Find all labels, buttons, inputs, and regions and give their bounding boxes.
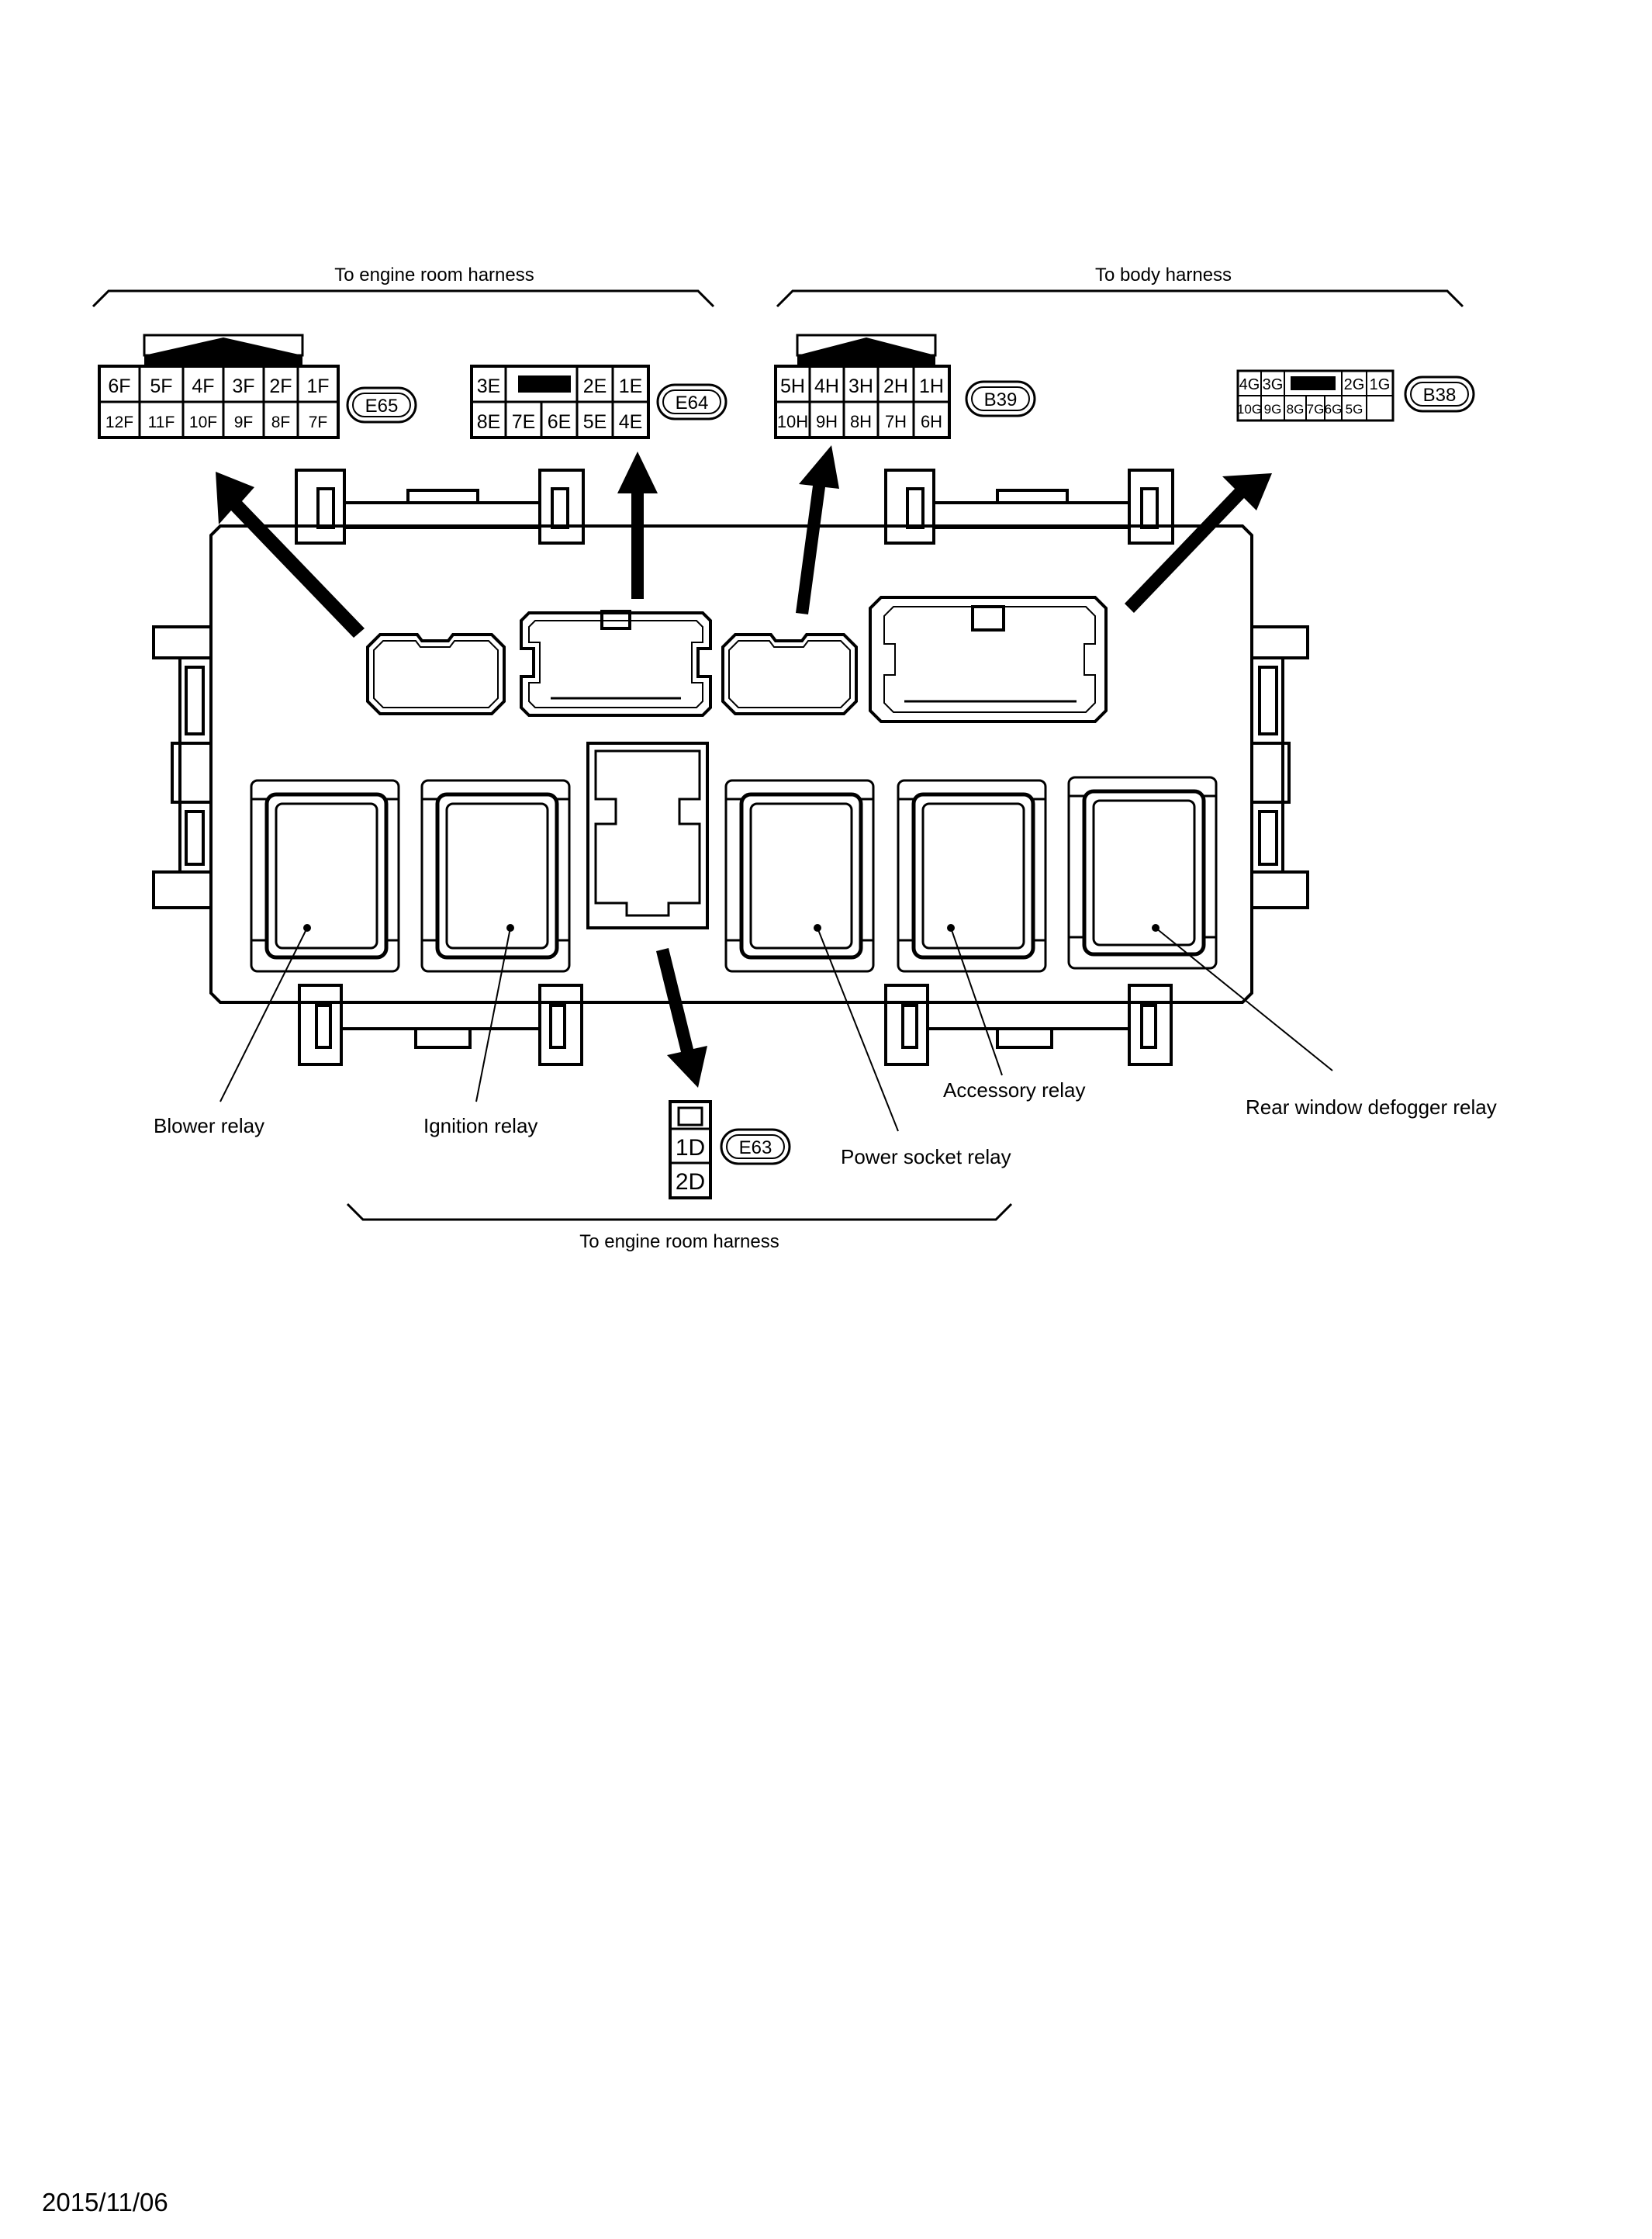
e65-pin: 6F (108, 375, 130, 397)
socket-e64 (520, 610, 712, 717)
e65-id-badge (346, 386, 417, 424)
b38-pin: 9G (1264, 402, 1282, 417)
e65-pin: 8F (271, 414, 291, 431)
footer-date: 2015/11/06 (42, 2188, 168, 2217)
b39-pin: 5H (780, 375, 805, 397)
harness-label-top-right: To body harness (1095, 265, 1232, 285)
e65-pin: 4F (192, 375, 214, 397)
b39-pin: 10H (777, 412, 808, 431)
e65-pin: 7F (309, 414, 328, 431)
b39-pin: 3H (848, 375, 873, 397)
e64-pin: 3E (477, 375, 501, 397)
b39-pin: 8H (850, 412, 872, 431)
b39-pin: 4H (814, 375, 839, 397)
socket-b39 (721, 633, 858, 715)
relay-blower (250, 779, 400, 973)
b38-pin: 7G (1307, 402, 1325, 417)
b39-lock-wedge (797, 337, 935, 355)
b38-id-badge (1404, 375, 1475, 413)
connector-e65: 6F 5F 4F 3F 2F 1F 12F 11F 10F 9F 8F 7F E… (98, 334, 417, 439)
b38-id: B38 (1423, 385, 1457, 406)
top-left-mount-clip (295, 469, 585, 545)
connector-e64: 3E 2E 1E 8E 7E 6E 5E 4E E64 (470, 365, 728, 439)
bottom-right-mount-clip (884, 984, 1173, 1066)
connector-b38: 4G 3G 2G 1G 10G 9G 8G 7G 6G 5G B38 (1236, 369, 1475, 422)
socket-b38 (869, 596, 1108, 723)
label-blower-relay: Blower relay (154, 1114, 264, 1137)
b39-pin: 6H (921, 412, 942, 431)
b39-id-badge (965, 380, 1036, 417)
label-rear-defogger-relay: Rear window defogger relay (1246, 1095, 1497, 1119)
b38-pin: 8G (1287, 402, 1305, 417)
e64-pin: 2E (583, 375, 607, 397)
e65-pin: 2F (269, 375, 292, 397)
b38-pin: 6G (1325, 402, 1343, 417)
relay-accessory (897, 779, 1047, 973)
harness-bracket-top-right (776, 289, 1464, 308)
relay-rear-defogger (1067, 776, 1218, 970)
b38-pin: 5G (1346, 402, 1363, 417)
e63-pin: 1D (676, 1135, 705, 1161)
e64-pin: 4E (619, 411, 643, 433)
left-side-mount-clip (152, 625, 213, 909)
label-ignition-relay: Ignition relay (423, 1114, 537, 1137)
arrow-to-e65-icon (216, 472, 365, 638)
e65-pin: 3F (232, 375, 254, 397)
e65-pin: 10F (189, 414, 217, 431)
b38-pin: 3G (1263, 376, 1284, 393)
e63-id: E63 (739, 1137, 772, 1158)
harness-bracket-top-left (92, 289, 715, 308)
b39-id: B39 (984, 389, 1018, 410)
e64-id-badge (656, 383, 728, 420)
e63-id-badge (720, 1128, 791, 1165)
e63-body (669, 1100, 712, 1199)
top-right-mount-clip (884, 469, 1174, 545)
b38-pin: 1G (1370, 376, 1391, 393)
connector-e63: 1D 2D E63 (669, 1100, 791, 1199)
right-side-mount-clip (1250, 625, 1309, 909)
e65-pin: 5F (150, 375, 172, 397)
b38-pin: 4G (1239, 376, 1260, 393)
bottom-left-mount-clip (298, 984, 583, 1066)
connector-b39: 5H 4H 3H 2H 1H 10H 9H 8H 7H 6H B39 (774, 334, 1036, 439)
e64-pin: 1E (619, 375, 643, 397)
b39-pin: 2H (883, 375, 908, 397)
arrow-to-b38-icon (1125, 473, 1272, 613)
b38-pin: 2G (1344, 376, 1365, 393)
e63-pin: 2D (676, 1169, 705, 1195)
fuse-block-body (152, 469, 1309, 1066)
e65-pin: 1F (306, 375, 329, 397)
e65-pin: 9F (234, 414, 254, 431)
e65-id: E65 (365, 396, 399, 417)
e65-pin: 12F (105, 414, 133, 431)
harness-label-top-left: To engine room harness (334, 265, 534, 285)
e65-pin: 11F (148, 414, 175, 431)
b38-blanked-cavity (1291, 376, 1336, 390)
harness-bracket-bottom (346, 1203, 1013, 1221)
arrow-to-e63-icon (656, 948, 707, 1088)
b39-pin: 7H (885, 412, 907, 431)
b39-pin: 1H (919, 375, 944, 397)
b38-pin: 10G (1237, 402, 1262, 417)
relay-power-socket (724, 779, 875, 973)
socket-e65 (366, 633, 506, 715)
e64-blanked-cavity (518, 375, 571, 393)
e65-lock-wedge (144, 337, 302, 355)
fuse-slot-center (586, 742, 709, 929)
arrow-to-b39-icon (796, 445, 839, 614)
e64-pin: 6E (548, 411, 572, 433)
label-accessory-relay: Accessory relay (943, 1078, 1086, 1102)
e64-pin: 8E (477, 411, 501, 433)
relay-ignition (420, 779, 571, 973)
harness-label-bottom: To engine room harness (579, 1231, 779, 1252)
e64-pin: 7E (512, 411, 536, 433)
e64-id: E64 (676, 393, 709, 414)
e64-pin: 5E (583, 411, 607, 433)
label-power-socket-relay: Power socket relay (841, 1145, 1011, 1168)
b39-pin: 9H (816, 412, 838, 431)
